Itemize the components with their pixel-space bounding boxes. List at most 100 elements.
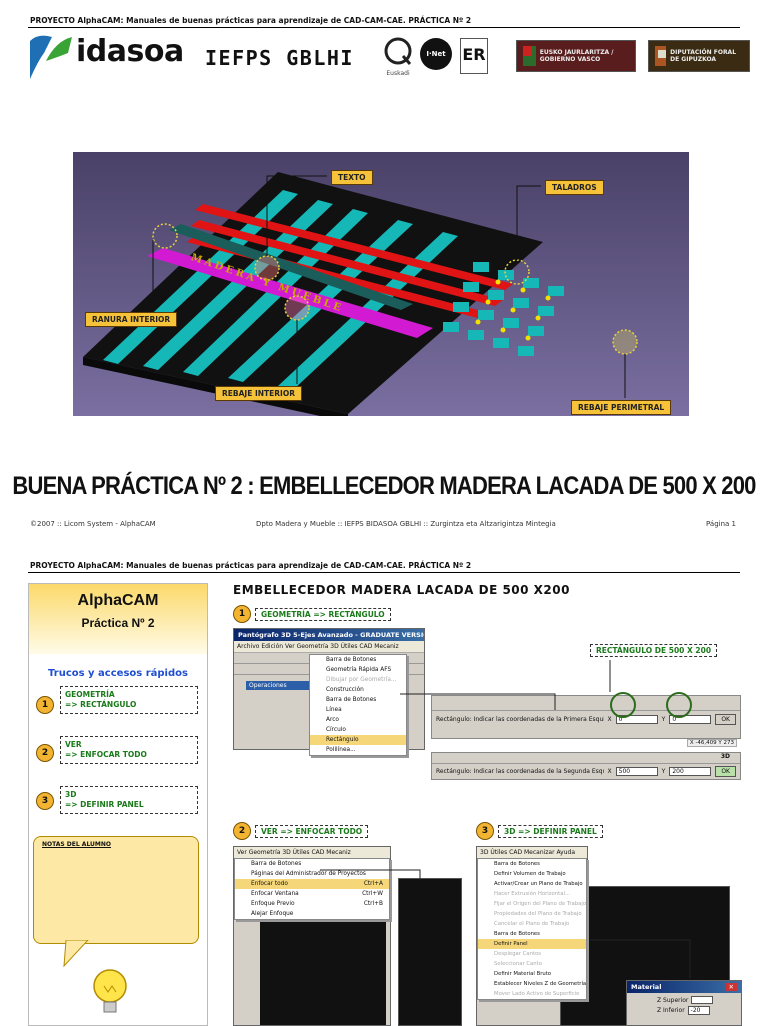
menu-item-definir-panel[interactable]: Definir Panel xyxy=(478,939,586,949)
zoom-x xyxy=(610,692,636,718)
step3-chip: 3 3D => DEFINIR PANEL xyxy=(476,822,603,840)
sidebar-title: AlphaCAM xyxy=(77,592,159,609)
menu-item[interactable]: Definir Material Bruto xyxy=(494,971,552,977)
idasoa-wordmark: idasoa xyxy=(76,34,184,69)
page2-title: EMBELLECEDOR MADERA LACADA DE 500 X200 xyxy=(233,583,570,597)
menu-item[interactable]: Seleccionar Canto xyxy=(494,961,542,967)
menu-item[interactable]: Geometría Rápida AFS xyxy=(326,667,392,673)
menu-item[interactable]: Barra de Botones xyxy=(326,697,377,703)
ok-button-2[interactable]: OK xyxy=(715,766,736,777)
sidebar-step-3: 3D=> DEFINIR PANEL xyxy=(60,786,198,814)
y-input-2[interactable]: 200 xyxy=(669,767,712,776)
prompt-text-2: Rectángulo: Indicar las coordenadas de l… xyxy=(436,768,604,775)
page2-header: PROYECTO AlphaCAM: Manuales de buenas pr… xyxy=(30,561,472,570)
geometria-menu: Barra de Botones Geometría Rápida AFS Di… xyxy=(309,654,407,756)
close-icon[interactable]: ✕ xyxy=(725,983,737,991)
menu-item[interactable]: Activar/Crear un Plano de Trabajo xyxy=(494,881,583,887)
student-notes: NOTAS DEL ALUMNO xyxy=(33,836,199,944)
operations-panel[interactable]: Operaciones xyxy=(246,681,312,690)
er-logo: ER xyxy=(460,38,488,74)
viewport-preview xyxy=(260,905,386,1025)
menu-item[interactable]: Establecer Niveles Z de Geometría xyxy=(494,981,587,987)
menu-item[interactable]: Dibujar por Geometría... xyxy=(326,677,397,683)
zoom-y xyxy=(666,692,692,718)
sidebar-tips: Trucos y accesos rápidos xyxy=(48,668,188,679)
menu-item[interactable]: Fijar el Origen del Plano de Trabajo xyxy=(494,901,587,907)
menu-item[interactable]: Desplegar Cantos xyxy=(494,951,542,957)
crest-icon xyxy=(655,46,667,66)
menu-item[interactable]: Barra de Botones xyxy=(494,861,540,867)
coords-readout: X -46,409 Y 273 xyxy=(686,739,737,747)
menu-item[interactable]: Mover Lado Activo de Superficie xyxy=(494,991,580,997)
menu-item[interactable]: Hacer Extrusión Horizontal... xyxy=(494,891,570,897)
sidebar-head: AlphaCAM Práctica Nº 2 xyxy=(29,584,207,654)
material-dialog: Material ✕ Z Superior Z Inferior -20 xyxy=(626,980,742,1026)
ok-button-1[interactable]: OK xyxy=(715,714,736,725)
lightbulb-icon xyxy=(93,969,127,1013)
sidebar-step-1: GEOMETRÍA=> RECTÁNGULO xyxy=(60,686,198,714)
menu-item[interactable]: Polilínea... xyxy=(326,747,356,753)
menu-item[interactable]: Alejar Enfoque xyxy=(251,911,294,917)
menu-item[interactable]: Barra de Botones xyxy=(494,931,540,937)
iefps-wordmark: IEFPS GBLHI xyxy=(205,46,354,70)
footer-center: Dpto Madera y Mueble :: IEFPS BIDASOA GB… xyxy=(256,520,556,528)
prompt-toolbar-2[interactable]: 3D xyxy=(432,753,740,764)
shield-icon xyxy=(523,46,536,66)
menu-item[interactable]: Arco xyxy=(326,717,339,723)
menu-item[interactable]: Línea xyxy=(326,707,342,713)
menubar[interactable]: Archivo Edición Ver Geometría 3D Útiles … xyxy=(234,641,424,653)
y-label-2: Y xyxy=(661,768,666,775)
sidebar-step-2-number: 2 xyxy=(36,744,54,762)
y-input-1[interactable]: 0 xyxy=(669,715,712,724)
connector-lines xyxy=(400,660,611,710)
x-label-2: X xyxy=(607,768,612,775)
x-input-1[interactable]: 0 xyxy=(615,715,658,724)
page1-header: PROYECTO AlphaCAM: Manuales de buenas pr… xyxy=(30,16,472,25)
x-input-2[interactable]: 500 xyxy=(615,767,658,776)
step2-label: VER => ENFOCAR TODO xyxy=(255,824,369,838)
step1-number: 1 xyxy=(233,605,251,623)
sidebar: AlphaCAM Práctica Nº 2 Trucos y accesos … xyxy=(28,583,208,1026)
material-dialog-title: Material ✕ xyxy=(627,981,741,993)
z-superior-label: Z Superior xyxy=(657,996,689,1004)
z-inferior-input[interactable]: -20 xyxy=(687,1006,710,1015)
rect-size-label: RECTÁNGULO DE 500 X 200 xyxy=(590,644,718,657)
panel-3d-render: TEXTO TALADROS RANURA INTERIOR REBAJE IN… xyxy=(73,152,689,422)
prompt-bar-2: 3D Rectángulo: Indicar las coordenadas d… xyxy=(431,752,741,780)
header-rule-2 xyxy=(28,572,740,573)
menu-item[interactable]: Barra de Botones xyxy=(326,657,377,663)
callout-ranura-interior: RANURA INTERIOR xyxy=(85,312,178,327)
menu-item[interactable]: Definir Volumen de Trabajo xyxy=(494,871,566,877)
window-title: Pantógrafo 3D 5-Ejes Avanzado - GRADUATE… xyxy=(234,629,424,641)
menu-item[interactable]: Círculo xyxy=(326,727,346,733)
step1-chip: 1 GEOMETRÍA => RECTÁNGULO xyxy=(233,605,391,623)
z-inferior-label: Z Inferior xyxy=(657,1007,685,1014)
callout-rebaje-perimetral: REBAJE PERIMETRAL xyxy=(571,400,672,415)
sidebar-step-3-number: 3 xyxy=(36,792,54,810)
z-superior-input[interactable] xyxy=(691,996,714,1004)
menu-item[interactable]: Cancelar el Plano de Trabajo xyxy=(494,921,570,927)
connector-lines-2 xyxy=(320,869,421,880)
step3-label: 3D => DEFINIR PANEL xyxy=(498,824,603,838)
step2-chip: 2 VER => ENFOCAR TODO xyxy=(233,822,369,840)
menu-item-rectangulo[interactable]: Rectángulo xyxy=(310,735,406,745)
diputacion-logo: DIPUTACIÓN FORAL DE GIPUZKOA xyxy=(648,40,750,72)
prompt-toolbar[interactable] xyxy=(432,696,740,711)
euskadi-quality-logo: Euskadi xyxy=(383,36,413,77)
callout-taladros: TALADROS xyxy=(545,180,604,195)
student-notes-label: NOTAS DEL ALUMNO xyxy=(42,841,112,848)
page1-title: BUENA PRÁCTICA Nº 2 : EMBELLECEDOR MADER… xyxy=(12,471,756,500)
step2-number: 2 xyxy=(233,822,251,840)
enfocar-result-viewport xyxy=(398,878,462,1026)
prompt-bar-1: Rectángulo: Indicar las coordenadas de l… xyxy=(431,695,741,747)
speech-tail-icon xyxy=(63,940,89,968)
3d-menu: Barra de Botones Definir Volumen de Trab… xyxy=(477,858,587,1000)
sidebar-step-2: VER=> ENFOCAR TODO xyxy=(60,736,198,764)
menu-item[interactable]: Barra de Botones xyxy=(251,861,302,867)
menu-item[interactable]: Páginas del Administrador de Proyectos xyxy=(251,871,366,877)
menu-item[interactable]: Construcción xyxy=(326,687,364,693)
menu-item[interactable]: Propiedades del Plano de Trabajo xyxy=(494,911,582,917)
